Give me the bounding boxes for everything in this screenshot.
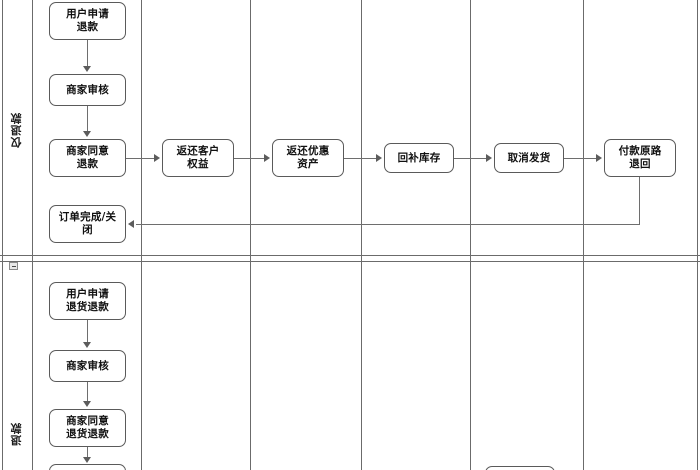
lane-title-divider <box>32 0 33 470</box>
node-refund-original-route[interactable]: 付款原路 退回 <box>604 139 676 177</box>
chart-left-border <box>2 0 3 470</box>
node-cancel-shipment[interactable]: 取消发货 <box>494 143 564 173</box>
node-return-coupon-assets[interactable]: 返还优惠 资产 <box>272 139 344 177</box>
column-divider-4 <box>470 0 471 470</box>
lane-title-refund-only: 仅退款 <box>10 112 23 148</box>
connector-review2-to-agree2 <box>86 382 88 402</box>
column-divider-3 <box>361 0 362 470</box>
arrowhead-cancel-to-refund <box>596 154 602 162</box>
lane-title-return-refund: 退款 <box>10 422 23 446</box>
arrowhead-equity-to-coupon <box>264 154 270 162</box>
arrowhead-return-to-order <box>128 220 134 228</box>
node-merchant-agree-refund[interactable]: 商家同意 退款 <box>49 139 126 177</box>
node-restock-inventory[interactable]: 回补库存 <box>384 143 454 173</box>
column-divider-5 <box>583 0 584 470</box>
arrowhead-agree2-to-next <box>83 457 91 463</box>
collapse-icon[interactable] <box>9 262 18 270</box>
node-merchant-review[interactable]: 商家审核 <box>49 74 126 106</box>
lane2-top-border <box>0 261 700 262</box>
node-lane2-col3-clipped[interactable] <box>485 466 555 470</box>
node-user-apply-refund[interactable]: 用户申请 退款 <box>49 2 126 40</box>
arrowhead-review-to-agree <box>83 131 91 137</box>
connector-refund-return-to-order <box>136 223 640 225</box>
connector-equity-to-coupon <box>234 157 265 159</box>
chart-right-border <box>697 0 698 470</box>
arrowhead-agree-to-equity <box>154 154 160 162</box>
connector-coupon-to-restock <box>344 157 377 159</box>
arrowhead-restock-to-cancel <box>486 154 492 162</box>
connector-apply-to-review <box>86 40 88 67</box>
arrowhead-coupon-to-restock <box>376 154 382 162</box>
arrowhead-apply2-to-review2 <box>83 342 91 348</box>
column-divider-1 <box>141 0 142 470</box>
arrowhead-apply-to-review <box>83 66 91 72</box>
node-lane2-next-clipped[interactable] <box>49 464 126 470</box>
connector-refund-drop <box>639 177 641 224</box>
arrowhead-review2-to-agree2 <box>83 401 91 407</box>
node-merchant-agree-return-refund[interactable]: 商家同意 退货退款 <box>49 409 126 447</box>
connector-restock-to-cancel <box>454 157 487 159</box>
node-merchant-review-2[interactable]: 商家审核 <box>49 350 126 382</box>
column-divider-2 <box>250 0 251 470</box>
connector-apply2-to-review2 <box>86 320 88 343</box>
connector-review-to-agree <box>86 106 88 132</box>
node-user-apply-return-refund[interactable]: 用户申请 退货退款 <box>49 282 126 320</box>
node-return-customer-equity[interactable]: 返还客户 权益 <box>162 139 234 177</box>
lane-separator <box>0 255 700 256</box>
connector-cancel-to-refund <box>564 157 597 159</box>
connector-agree-to-equity <box>126 157 155 159</box>
node-order-complete-close[interactable]: 订单完成/关 闭 <box>49 205 126 243</box>
connector-agree2-to-next <box>86 447 88 459</box>
